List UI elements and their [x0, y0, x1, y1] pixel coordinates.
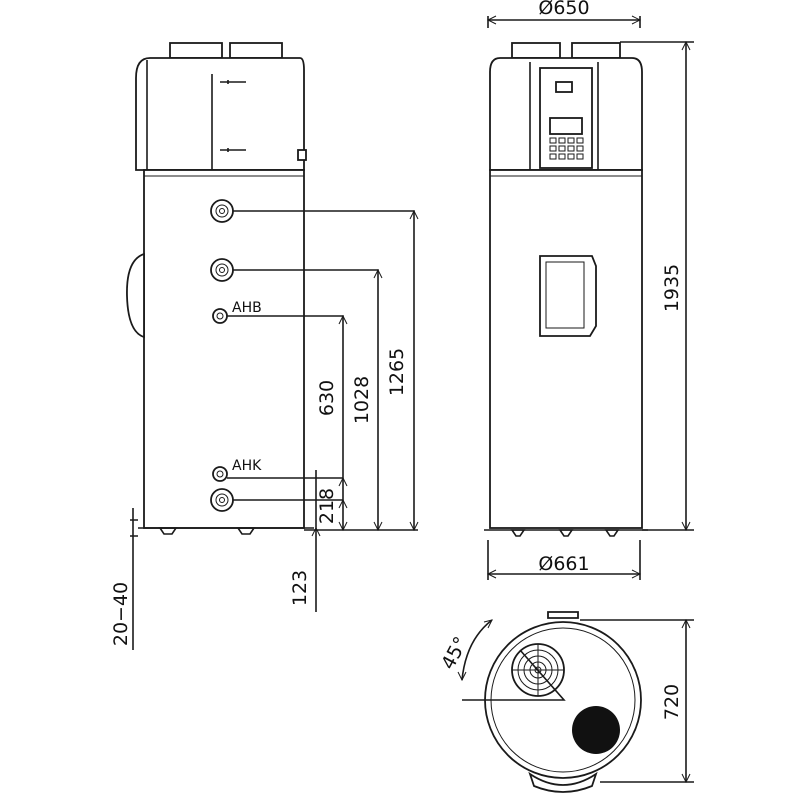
- dim-label-630: 630: [316, 380, 338, 416]
- connection-ahk: [212, 466, 228, 482]
- side-duct-collar-right: [229, 42, 283, 59]
- dim-line-650: [487, 16, 641, 28]
- dim-label-1028: 1028: [351, 376, 373, 424]
- dim-line-1935: [620, 41, 694, 531]
- front-access-cover: [539, 255, 597, 337]
- angle-arc: [461, 619, 493, 681]
- connection-middle: [210, 258, 234, 282]
- front-view: Ø650 1935 Ø661: [484, 0, 694, 580]
- dim-label-720: 720: [661, 684, 683, 720]
- dim-ticks-20-40: [130, 519, 138, 537]
- front-head-seams: [529, 62, 599, 170]
- side-head-latch: [297, 149, 307, 161]
- top-view-outlet-filled: [572, 706, 620, 754]
- angle-lines: [462, 649, 566, 701]
- dim-arrow-661: [486, 569, 642, 579]
- dim-arrow-123: [311, 526, 321, 537]
- side-view: AHB AHK 1265 1028 630 218 123 20−40: [110, 42, 419, 650]
- front-foot-left: [510, 529, 526, 537]
- dim-arrow-ticks: [338, 209, 419, 532]
- dim-label-650: Ø650: [538, 0, 589, 19]
- label-ahb: AHB: [232, 300, 262, 316]
- front-duct-collar-right: [571, 42, 621, 59]
- angle-arrows: [457, 619, 493, 682]
- dim-label-661: Ø661: [538, 553, 589, 575]
- angle-label: 45°: [437, 633, 472, 673]
- connection-bottom: [210, 488, 234, 512]
- side-duct-collar-left: [169, 42, 223, 59]
- front-indicator: [555, 81, 573, 93]
- label-ahk: AHK: [232, 458, 262, 474]
- dim-label-1265: 1265: [386, 348, 408, 396]
- side-foot-left: [158, 527, 178, 535]
- front-display: [549, 117, 583, 135]
- dim-line-661: [487, 540, 641, 580]
- side-head-handle-top: [220, 80, 246, 84]
- front-duct-collar-left: [511, 42, 561, 59]
- connection-ahb: [212, 308, 228, 324]
- connection-upper: [210, 199, 234, 223]
- front-access-cover-inner: [545, 261, 585, 329]
- front-tank: [489, 169, 643, 529]
- side-heat-pump-head: [135, 57, 305, 171]
- side-head-handle-bottom: [220, 148, 246, 152]
- front-keypad: [549, 137, 584, 160]
- dim-label-123: 123: [289, 570, 311, 606]
- dim-arrow-720: [681, 618, 691, 784]
- front-foot-center: [558, 529, 574, 537]
- dim-arrow-1935: [681, 40, 691, 532]
- top-view: 45° 720: [437, 611, 694, 793]
- dim-label-218: 218: [316, 488, 338, 524]
- dim-line-720: [580, 619, 694, 783]
- dim-arrow-650: [486, 15, 642, 25]
- side-foot-right: [236, 527, 256, 535]
- dim-label-20-40: 20−40: [110, 582, 132, 646]
- top-view-front-bulge: [528, 771, 598, 793]
- top-view-rear-tab: [547, 611, 579, 619]
- dim-label-1935: 1935: [661, 264, 683, 312]
- front-foot-right: [604, 529, 620, 537]
- side-handle: [126, 252, 145, 339]
